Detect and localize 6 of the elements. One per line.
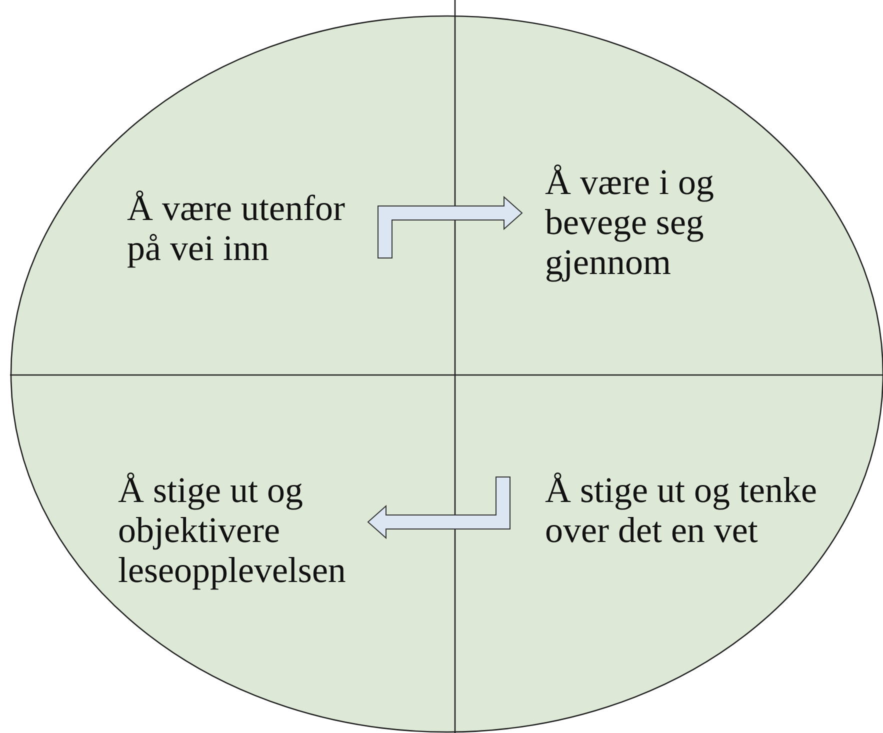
- bent-arrow: [367, 476, 510, 540]
- quadrant-label: Å stige ut og tenke over det en vet: [545, 470, 818, 550]
- quadrant-label: Å stige ut og objektivere leseopplevelsen: [118, 470, 347, 590]
- bent-arrow: [378, 196, 523, 258]
- quadrant-label: Å være utenfor på vei inn: [127, 188, 346, 268]
- quadrant-label: Å være i og bevege seg gjennom: [545, 162, 715, 282]
